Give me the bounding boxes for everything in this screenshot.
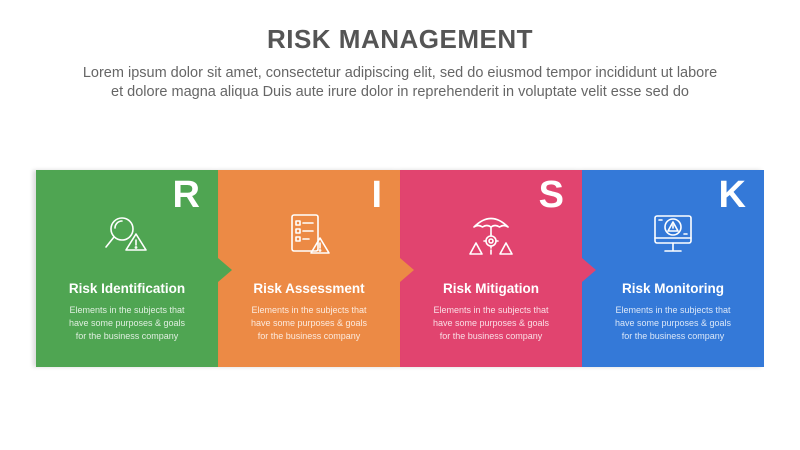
panel-description: Elements in the subjects that have some … (596, 304, 750, 343)
panel-description: Elements in the subjects that have some … (50, 304, 204, 343)
panel-desc-line: Elements in the subjects that (69, 305, 185, 315)
panel-desc-line: for the business company (257, 331, 361, 341)
panel-arrow (400, 258, 414, 282)
panel-desc-line: have some purposes & goals (250, 318, 368, 328)
panel-desc-line: for the business company (621, 331, 725, 341)
panel-risk-identification: R Risk Identification Elements in the su… (36, 170, 232, 367)
panel-letter: R (172, 174, 200, 216)
panel-risk-assessment: I Risk Assessment Elements in the subjec… (218, 170, 414, 367)
panel-desc-line: have some purposes & goals (68, 318, 186, 328)
panel-heading: Risk Assessment (253, 281, 365, 296)
magnifier-warning-icon (105, 217, 147, 251)
panel-description: Elements in the subjects that have some … (414, 304, 568, 343)
checklist-warning-icon (291, 214, 330, 254)
panel-arrow (582, 258, 596, 282)
panel-desc-line: for the business company (75, 331, 179, 341)
page-subtitle: Lorem ipsum dolor sit amet, consectetur … (30, 64, 770, 102)
panel-desc-line: Elements in the subjects that (251, 305, 367, 315)
panel-letter: I (371, 174, 382, 216)
panel-heading: Risk Mitigation (442, 281, 539, 296)
panel-risk-mitigation: S Risk Mitigation Elements in the subjec… (400, 170, 596, 367)
monitor-warning-icon (654, 215, 692, 252)
subtitle-line-2: et dolore magna aliqua Duis aute irure d… (111, 84, 689, 100)
panel-desc-line: Elements in the subjects that (615, 305, 731, 315)
panel-risk-monitoring: K Risk Monitoring Elements in the subjec… (582, 170, 764, 367)
panel-description: Elements in the subjects that have some … (232, 304, 386, 343)
panel-desc-line: have some purposes & goals (432, 318, 550, 328)
panel-letter: S (538, 174, 564, 216)
subtitle-line-1: Lorem ipsum dolor sit amet, consectetur … (82, 65, 718, 81)
panel-desc-line: have some purposes & goals (614, 318, 732, 328)
page-title: RISK MANAGEMENT (266, 24, 534, 54)
panel-heading: Risk Monitoring (622, 281, 724, 296)
risk-strip: R Risk Identification Elements in the su… (36, 170, 764, 367)
panel-letter: K (718, 174, 746, 216)
panel-arrow (218, 258, 232, 282)
panel-desc-line: for the business company (439, 331, 543, 341)
panel-heading: Risk Identification (68, 281, 186, 296)
panel-desc-line: Elements in the subjects that (433, 305, 549, 315)
umbrella-gear-icon (469, 217, 513, 255)
